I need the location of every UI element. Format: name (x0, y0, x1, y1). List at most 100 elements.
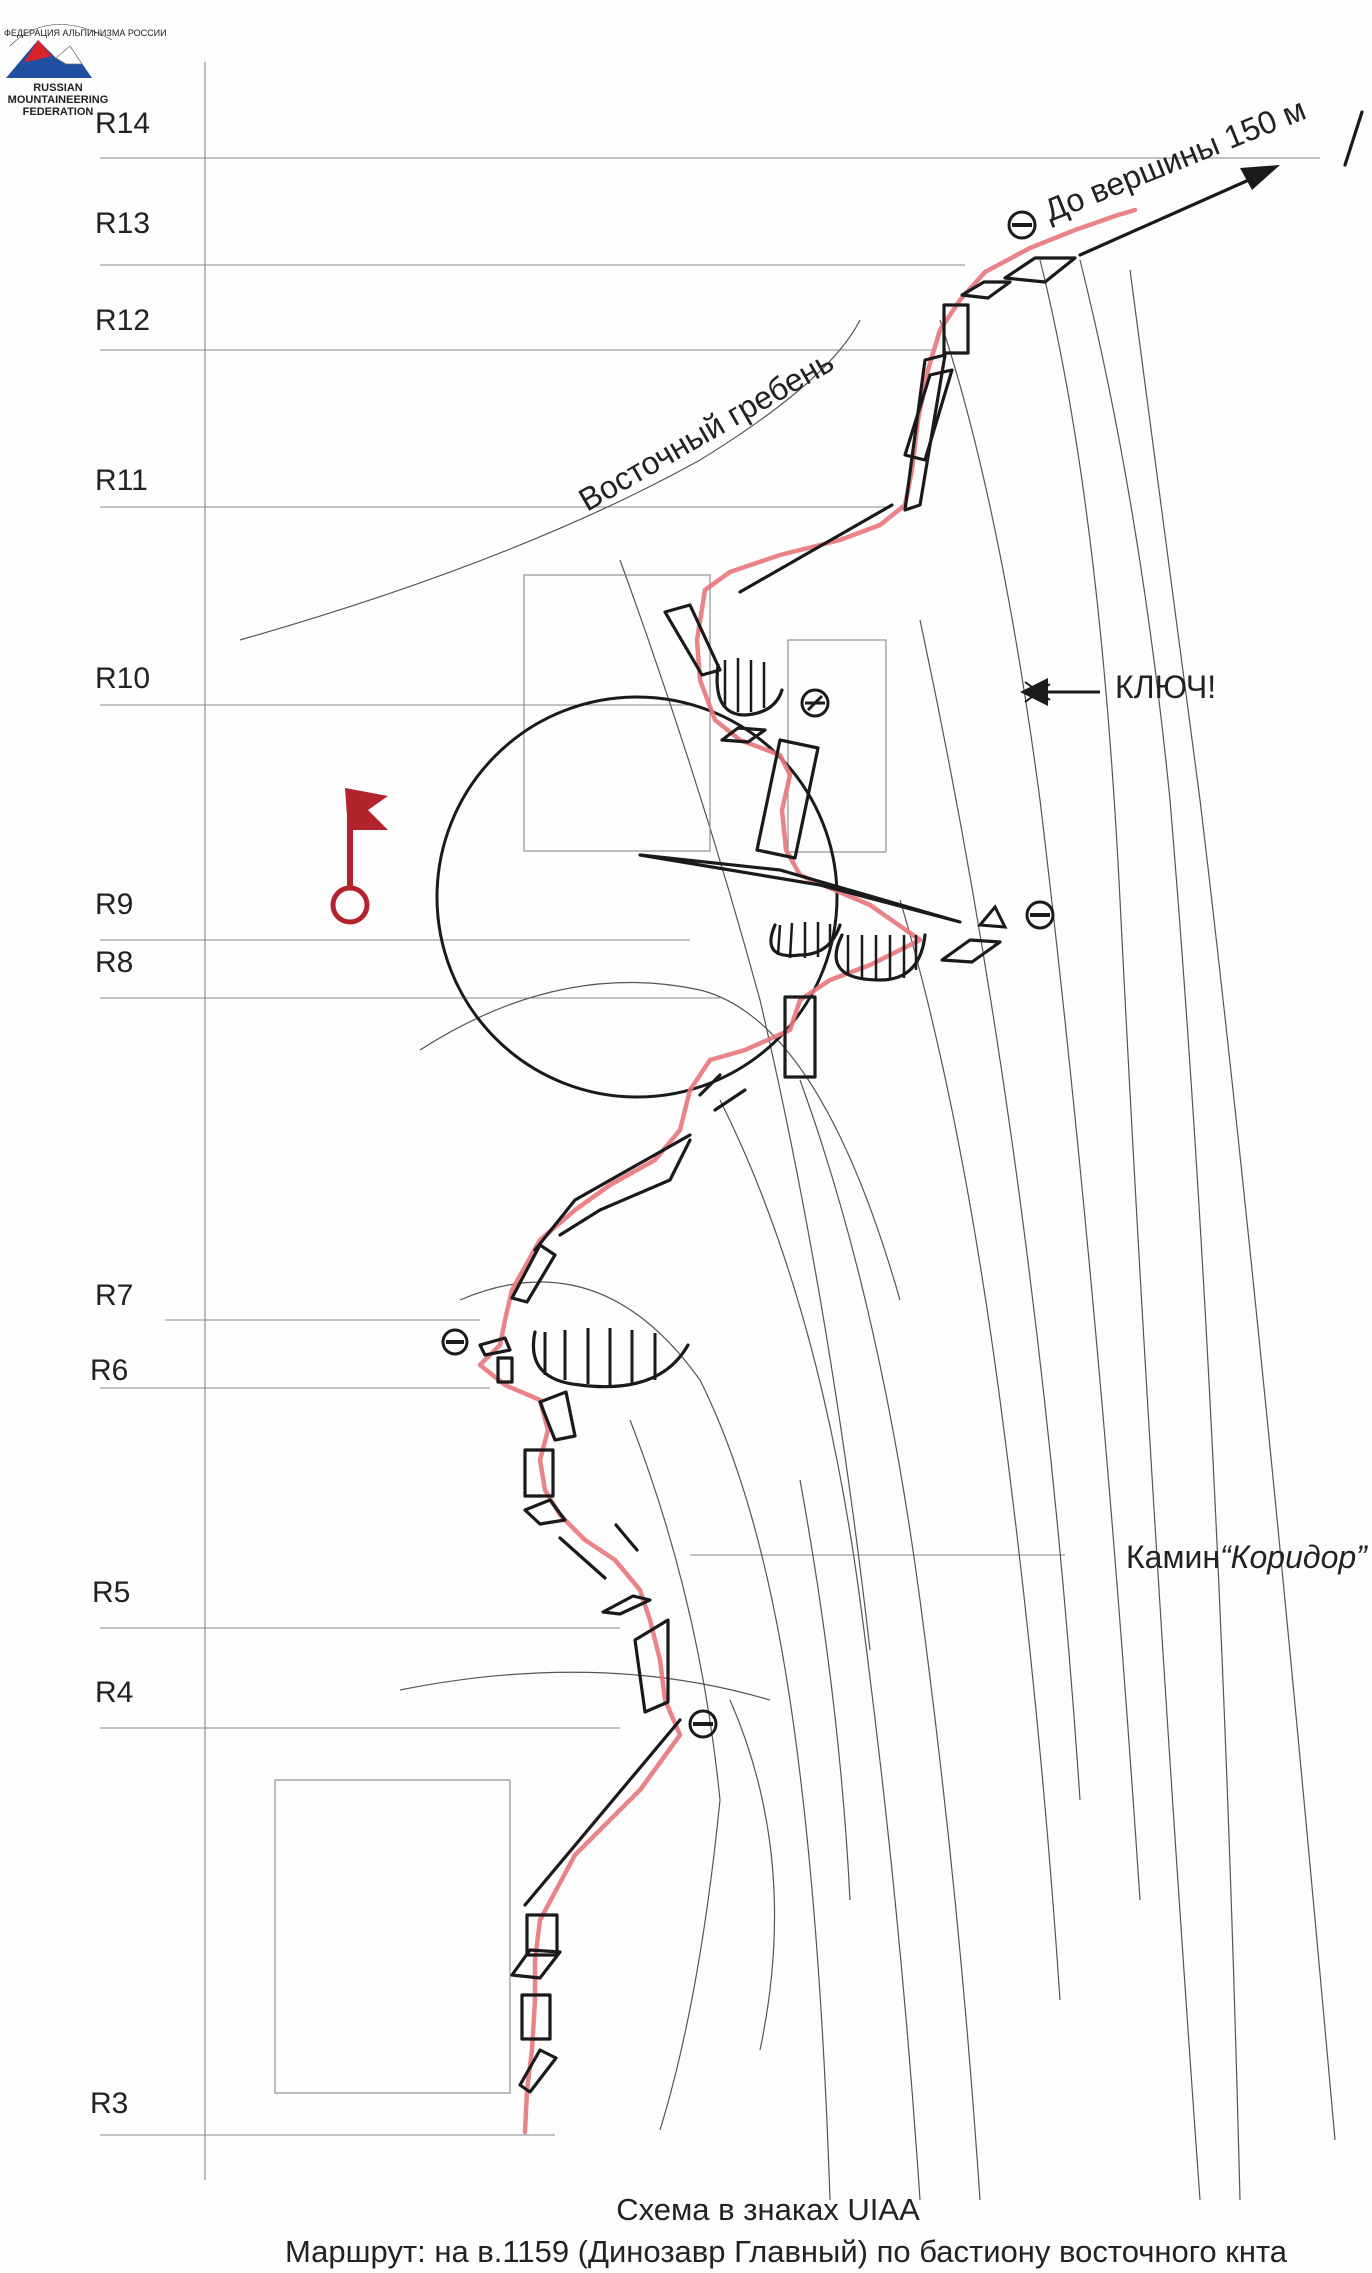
hatching-r10 (723, 658, 766, 712)
hatching-r6 (543, 1328, 657, 1386)
logo-line-1: RUSSIAN (33, 82, 83, 94)
ramp-line-r3-r4 (523, 1718, 682, 1907)
overhang-symbol-r6 (532, 1330, 690, 1389)
small-wall-r6 (496, 1356, 514, 1384)
piton-icon-r9 (1025, 900, 1055, 930)
pitch-label-r11: R11 (95, 464, 148, 497)
key-section-circle (435, 695, 839, 1099)
logo-arc-text: ФЕДЕРАЦИЯ АЛЬПИНИЗМА РОССИИ (4, 28, 167, 38)
chimney-quoted-name: “Коридор” (1220, 1539, 1368, 1575)
contour-mid-2 (719, 1099, 921, 2201)
piton-icon-r10 (800, 688, 830, 718)
slab-symbol-r11-inner (903, 368, 954, 462)
piton-icon-r4 (688, 1709, 718, 1739)
pitch-label-r3: R3 (90, 2087, 128, 2120)
edge-glyph (1343, 110, 1364, 167)
logo-mountain-icon (6, 24, 113, 78)
ledge-symbol-r5 (601, 1594, 652, 1616)
summit-label: До вершины 150 м (1039, 91, 1311, 229)
contour-right-2 (1079, 259, 1241, 2201)
belay-triangle-icon-r9 (976, 904, 1008, 929)
overhang-symbol-r9b (834, 933, 927, 982)
pitch-label-r5: R5 (92, 1576, 130, 1609)
pitch-labels: R14 R13 R12 R11 R10 R9 R8 R7 R6 R5 R4 R3 (90, 107, 150, 2120)
hatching-r9b (846, 935, 918, 980)
slab-symbol-1 (518, 2048, 558, 2094)
caption-line-1: Схема в знаках UIAA (616, 2192, 920, 2227)
photo-frame-upper-right (787, 639, 887, 853)
slab-symbol-2 (510, 1948, 562, 1980)
slab-symbol-r4 (633, 1618, 670, 1714)
ramp-line-r7-r8-b (558, 1138, 692, 1237)
rmf-logo: ФЕДЕРАЦИЯ АЛЬПИНИЗМА РОССИИ RUSSIAN MOUN… (4, 24, 167, 118)
pitch-label-r9: R9 (95, 888, 133, 921)
ramp-line-r11 (738, 503, 894, 594)
logo-line-3: FEDERATION (23, 106, 94, 118)
contour-right-3 (1039, 259, 1201, 2201)
chimney-name: Камин (1126, 1539, 1220, 1575)
contour-right-5 (919, 619, 1081, 1801)
ramp-line-r7-r8-a (533, 1133, 692, 1252)
contour-low-3 (799, 1479, 851, 1901)
wall-symbol-r12 (942, 303, 970, 355)
ledge-symbol-r9 (940, 938, 1002, 964)
pitch-label-r7: R7 (95, 1279, 133, 1312)
ledge-symbol-r6b (478, 1336, 512, 1357)
ledge-symbol-r13 (1003, 256, 1077, 284)
contour-right-1 (1129, 269, 1336, 2141)
crack-symbol-1 (558, 1536, 607, 1580)
key-label: КЛЮЧ! (1115, 669, 1216, 705)
pitch-label-r4: R4 (95, 1676, 133, 1709)
piton-icon-r6 (441, 1328, 469, 1356)
pitch-label-r8: R8 (95, 946, 133, 979)
east-ridge-label: Восточный гребень (573, 343, 840, 518)
flag-icon (330, 788, 388, 925)
hatching-r9a (776, 922, 832, 959)
summit-arrow-line (1078, 173, 1262, 257)
ledge-symbol-r6a (523, 1498, 567, 1526)
contour-right-6 (899, 899, 1061, 2001)
route-symbols (441, 110, 1364, 2094)
contour-r4 (399, 1671, 771, 1701)
chimney-label: Камин“Коридор” (1126, 1539, 1368, 1575)
route-line (477, 207, 1138, 2135)
pitch-label-r10: R10 (95, 662, 150, 695)
contour-low-2 (629, 1419, 721, 2131)
contour-right-4 (939, 319, 1141, 1901)
terrain-contours (239, 259, 1336, 2201)
crack-symbol-r8a (698, 1073, 722, 1097)
crack-symbol-r8b (713, 1088, 747, 1112)
ledge-symbol-r10 (720, 726, 767, 744)
photo-frame-upper-left (523, 574, 711, 852)
overhang-symbol-r9a (769, 923, 842, 958)
pitch-label-r14: R14 (95, 107, 150, 140)
contour-r7-bulge (459, 1281, 831, 2201)
key-arrow-icon (1020, 678, 1100, 706)
pitch-separator-lines (100, 157, 1320, 2136)
pitch-label-r6: R6 (90, 1354, 128, 1387)
piton-icon-r13 (1007, 210, 1037, 240)
contour-mid-1 (799, 1079, 981, 2201)
photo-frame-lower (274, 1779, 511, 2094)
contour-r8 (419, 981, 901, 1301)
slab-symbol-r6 (538, 1390, 577, 1442)
logo-line-2: MOUNTAINEERING (8, 94, 109, 106)
contour-low-1 (729, 1699, 776, 2051)
wall-symbol-r8 (783, 995, 817, 1079)
slab-symbol-r10 (663, 603, 722, 677)
summit-arrow-head (1240, 165, 1280, 190)
caption-line-2: Маршрут: на в.1159 (Динозавр Главный) по… (285, 2234, 1288, 2269)
crack-symbol-2 (614, 1523, 639, 1552)
pitch-label-r12: R12 (95, 304, 150, 337)
ledge-symbol-r12 (960, 280, 1012, 300)
east-ridge-contour (239, 319, 861, 641)
ramp-symbol-r9 (638, 853, 962, 924)
wall-symbol-1 (520, 1993, 552, 2041)
pitch-label-r13: R13 (95, 207, 150, 240)
overhang-symbol-r10 (715, 663, 784, 717)
slab-symbol-r7 (510, 1243, 557, 1304)
wall-symbol-2 (525, 1913, 559, 1957)
wall-symbol-r6a (523, 1448, 555, 1498)
